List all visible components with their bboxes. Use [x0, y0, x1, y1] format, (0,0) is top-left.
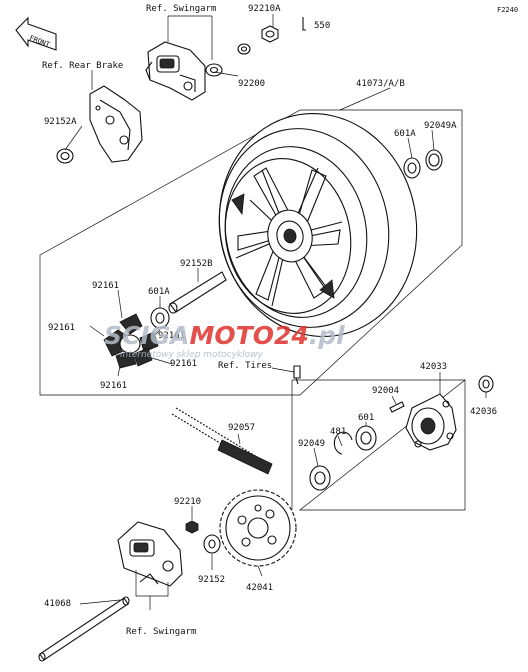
nut-92210 [185, 520, 199, 534]
damper-rubbers-92161 [103, 313, 159, 369]
collar-92152 [203, 534, 221, 554]
label-92152: 92152 [198, 575, 225, 585]
collar-92152A [56, 148, 74, 164]
label-92004: 92004 [372, 386, 399, 396]
watermark-logo: SCIGAMOTO24.pl [104, 321, 345, 350]
label-42036: 42036 [470, 407, 497, 417]
label-ref-swingarm-bottom: Ref. Swingarm [126, 627, 196, 637]
collar-92152B [168, 271, 227, 314]
watermark-brand-c: 24 [274, 321, 309, 350]
label-550: 550 [314, 21, 330, 31]
rear-brake-bracket [89, 85, 143, 163]
leader-lines [64, 14, 487, 610]
label-41068: 41068 [44, 599, 71, 609]
watermark: SCIGAMOTO24.pl internetowy sklep motocyk… [104, 321, 345, 360]
label-92210A: 92210A [248, 4, 281, 14]
label-92161-b: 92161 [48, 323, 75, 333]
label-92152B: 92152B [180, 259, 213, 269]
watermark-brand-b: MOTO [190, 321, 274, 350]
label-92161-d: 92161 [170, 359, 197, 369]
figure-code: F2240 [497, 6, 518, 14]
sprocket-assembly-frame [298, 379, 466, 511]
label-92049: 92049 [298, 439, 325, 449]
collar-42036 [478, 375, 494, 393]
label-601A-top: 601A [394, 129, 416, 139]
label-ref-swingarm-top: Ref. Swingarm [146, 4, 216, 14]
sprocket-hub-42033 [405, 393, 457, 451]
chain-92057 [171, 407, 273, 475]
tire-valve [293, 365, 301, 385]
bearing-601 [355, 425, 377, 451]
washer-92200 [205, 43, 251, 77]
label-92049A: 92049A [424, 121, 457, 131]
label-92057: 92057 [228, 423, 255, 433]
rear-wheel-41073 [218, 113, 418, 337]
chain-adjuster-top [145, 41, 206, 101]
seal-92049A [425, 149, 443, 171]
label-601: 601 [358, 413, 374, 423]
label-ref-tires: Ref. Tires [218, 361, 272, 371]
label-ref-rear-brake: Ref. Rear Brake [42, 61, 123, 71]
chain-adjuster-bottom [117, 521, 183, 587]
wheel-assembly-frame [39, 109, 463, 396]
label-42041: 42041 [246, 583, 273, 593]
nut-92210A [261, 25, 279, 43]
stud-92004 [389, 401, 405, 413]
watermark-brand-d: .pl [309, 321, 345, 350]
label-92210: 92210 [174, 497, 201, 507]
label-42033: 42033 [420, 362, 447, 372]
watermark-brand-a: SCIGA [104, 321, 190, 350]
seal-92049 [309, 465, 331, 491]
front-arrow-icon: FRONT [15, 16, 57, 51]
label-92152A: 92152A [44, 117, 77, 127]
label-92200: 92200 [238, 79, 265, 89]
watermark-tagline: internetowy sklep motocyklowy [120, 350, 263, 360]
label-92161-a: 92161 [92, 281, 119, 291]
label-41073: 41073/A/B [356, 79, 405, 89]
label-481: 481 [330, 427, 346, 437]
bearing-601A-top [403, 157, 421, 179]
circlip-481 [333, 431, 353, 455]
pin-550 [302, 17, 306, 31]
axle-41068 [38, 596, 130, 662]
label-601A-mid: 601A [148, 287, 170, 297]
label-92161-c: 92161 [158, 331, 185, 341]
sprocket-42041 [219, 489, 297, 567]
label-92161-e: 92161 [100, 381, 127, 391]
